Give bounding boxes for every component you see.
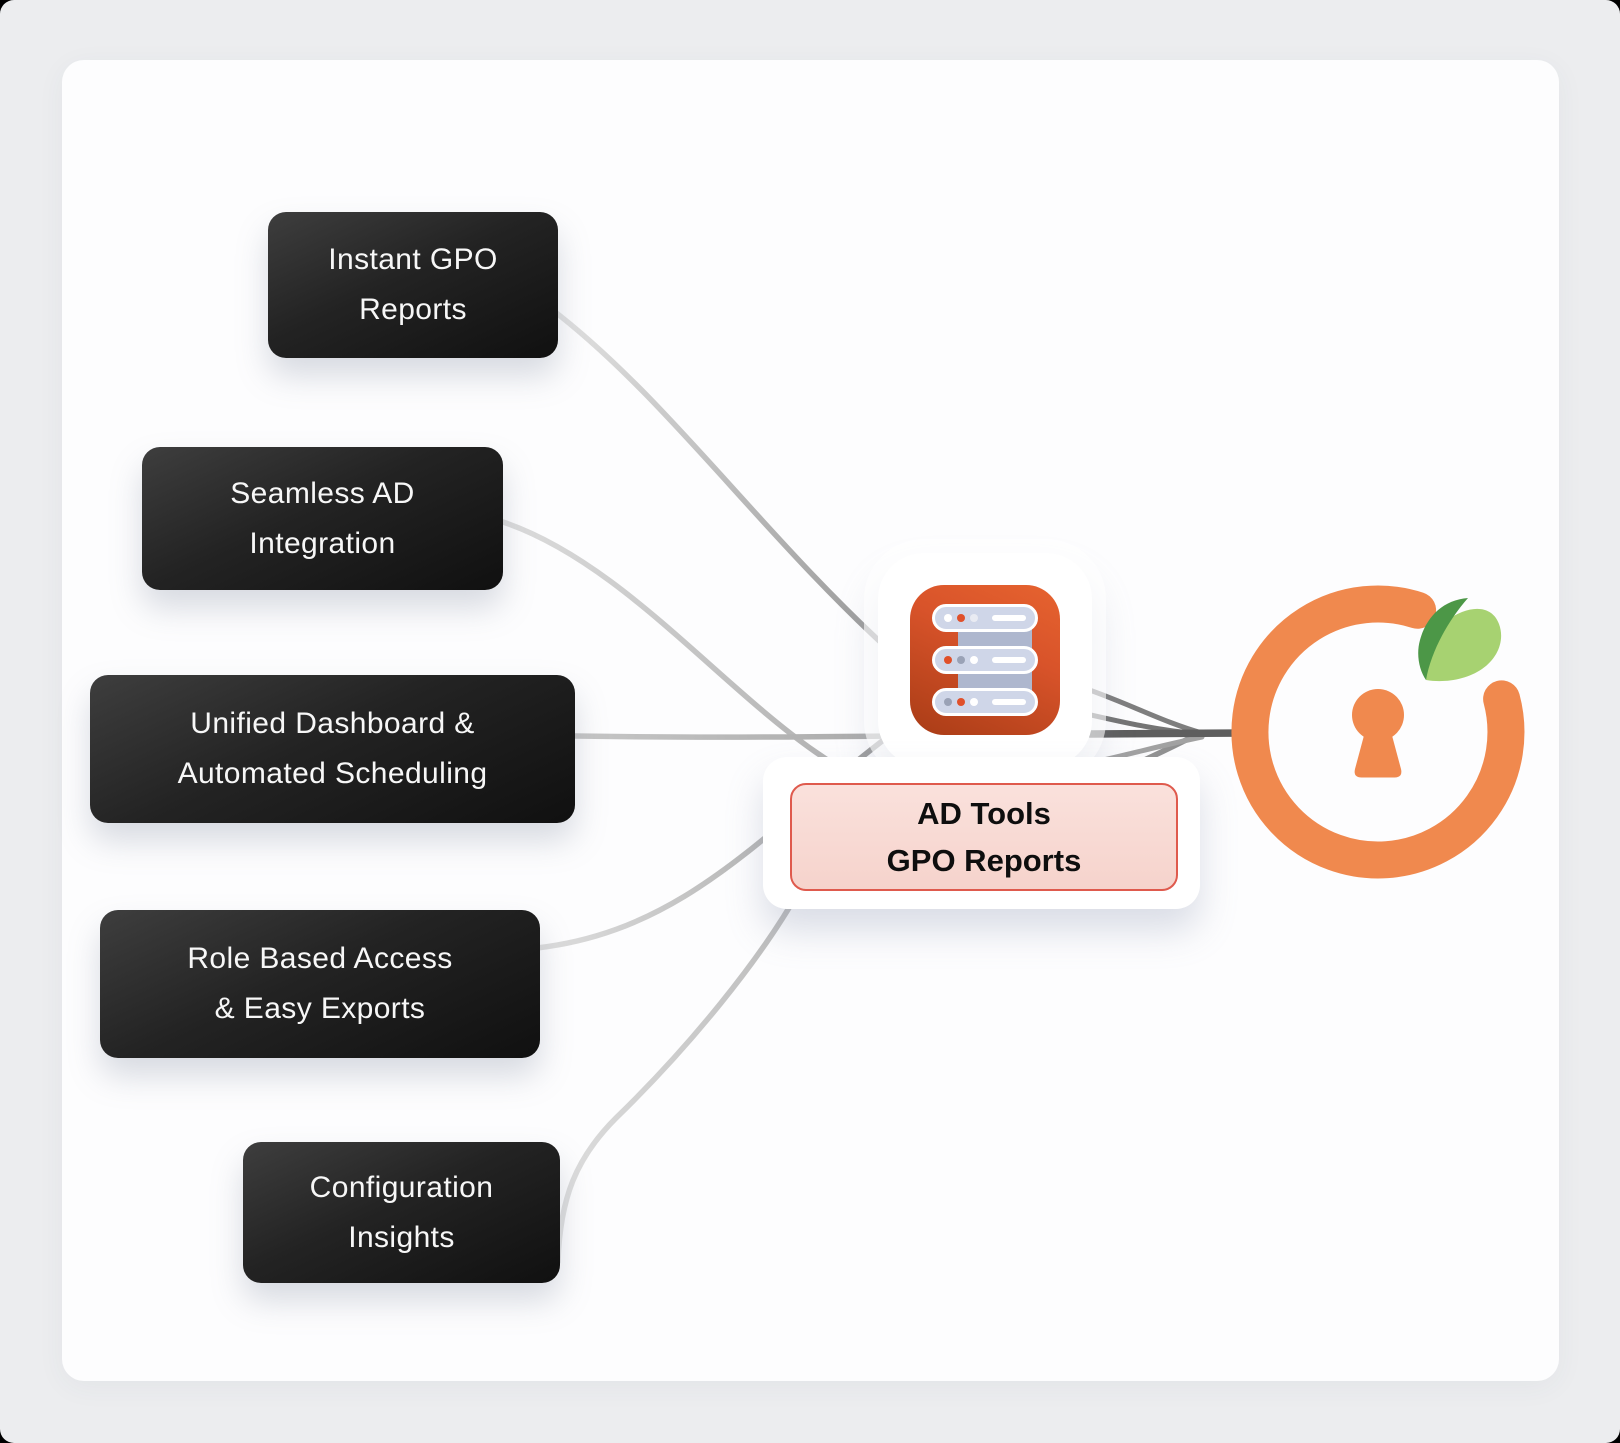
feature-box-unified-dashboard: Unified Dashboard & Automated Scheduling — [90, 675, 575, 823]
server-led-icon — [957, 614, 965, 622]
ad-tools-label-line: AD Tools — [917, 796, 1051, 831]
feature-label-line: Configuration — [309, 1170, 494, 1204]
server-led-icon — [944, 656, 952, 664]
feature-label-line: Integration — [249, 526, 396, 560]
feature-label-line: Insights — [348, 1220, 455, 1254]
server-led-icon — [944, 614, 952, 622]
server-slot-line — [992, 699, 1026, 705]
feature-label-line: Instant GPO — [328, 243, 498, 276]
keyhole-icon — [1354, 728, 1402, 778]
server-stack-icon — [910, 585, 1060, 735]
keyhole-icon — [1352, 689, 1404, 741]
server-bar — [932, 604, 1038, 632]
server-slot-line — [992, 615, 1026, 621]
connector-line-instant-gpo — [547, 305, 903, 663]
ad-tools-label-line: GPO Reports — [886, 843, 1082, 878]
server-led-icon — [970, 698, 978, 706]
merged-line-to-logo — [1086, 729, 1253, 738]
feature-label-line: Role Based Access — [187, 942, 453, 975]
server-led-icon — [957, 656, 965, 664]
feature-box-seamless-ad-integration: Seamless AD Integration — [142, 447, 503, 590]
feature-box-role-based-access: Role Based Access & Easy Exports — [100, 910, 540, 1058]
server-led-icon — [957, 698, 965, 706]
server-led-icon — [970, 656, 978, 664]
server-led-icon — [944, 698, 952, 706]
orange-keyhole-leaf-logo — [1231, 585, 1525, 879]
server-slot-line — [992, 657, 1026, 663]
feature-label-line: Automated Scheduling — [177, 757, 488, 790]
ad-tools-label: AD Tools GPO Reports — [790, 783, 1178, 891]
server-led-icon — [970, 614, 978, 622]
leaf-icon — [1418, 598, 1468, 680]
feature-box-instant-gpo-reports: Instant GPO Reports — [268, 212, 558, 358]
feature-label-line: Seamless AD — [230, 476, 415, 510]
server-bar — [932, 646, 1038, 674]
logo-ring — [1231, 585, 1525, 879]
feature-label-line: Unified Dashboard & — [190, 707, 475, 740]
app-icon-card — [878, 553, 1092, 767]
server-bar — [932, 688, 1038, 716]
feature-label-line: & Easy Exports — [214, 992, 426, 1025]
feature-box-configuration-insights: Configuration Insights — [243, 1142, 560, 1283]
ad-tools-label-card: AD Tools GPO Reports — [763, 757, 1200, 909]
feature-label-line: Reports — [359, 293, 467, 326]
